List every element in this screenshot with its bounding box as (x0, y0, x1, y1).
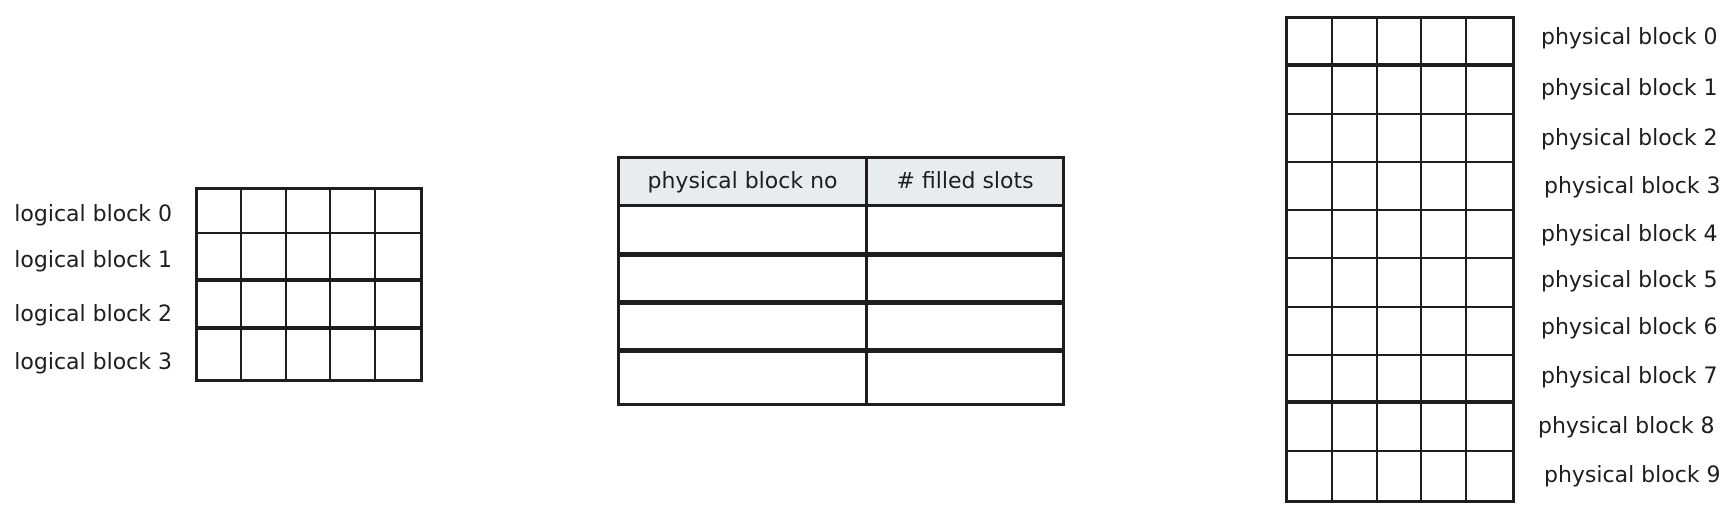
physical-block-label-7: physical block 7 (1541, 364, 1718, 389)
physical-slot-9-4 (1467, 452, 1512, 500)
physical-slot-5-4 (1467, 259, 1512, 308)
physical-slot-2-4 (1467, 115, 1512, 164)
logical-slot-0-2 (286, 190, 332, 234)
table-cell-row2-filled-slots (868, 305, 1062, 353)
physical-slot-9-2 (1378, 451, 1423, 500)
physical-blocks-grid (1285, 16, 1515, 503)
logical-slot-3-0 (198, 330, 243, 379)
physical-slot-8-1 (1332, 403, 1378, 452)
physical-slot-2-3 (1422, 115, 1468, 164)
logical-slot-3-4 (376, 330, 420, 379)
physical-slot-7-1 (1332, 355, 1378, 404)
physical-slot-1-1 (1332, 67, 1378, 116)
physical-slot-0-2 (1377, 19, 1423, 68)
logical-slot-0-1 (242, 190, 287, 234)
physical-slot-7-4 (1467, 356, 1512, 404)
physical-slot-4-2 (1377, 211, 1423, 260)
logical-block-label-3: logical block 3 (14, 350, 172, 375)
logical-slot-3-3 (331, 330, 376, 379)
table-cell-row3-physical-block-no (620, 353, 868, 403)
logical-slot-1-2 (286, 234, 332, 282)
physical-slot-4-1 (1332, 211, 1378, 260)
physical-slot-1-4 (1467, 67, 1512, 116)
table-cell-row2-physical-block-no (620, 305, 868, 353)
physical-slot-9-3 (1422, 451, 1468, 500)
physical-block-label-5: physical block 5 (1541, 268, 1718, 293)
physical-slot-5-2 (1377, 259, 1423, 308)
physical-slot-9-1 (1333, 451, 1378, 500)
physical-block-label-2: physical block 2 (1541, 126, 1718, 151)
physical-slot-4-0 (1288, 211, 1333, 260)
physical-slot-7-0 (1288, 355, 1333, 404)
logical-block-label-0: logical block 0 (14, 202, 172, 227)
physical-slot-6-4 (1467, 308, 1512, 356)
physical-slot-3-0 (1288, 163, 1333, 212)
table-cell-row1-physical-block-no (620, 257, 868, 305)
physical-slot-9-0 (1288, 451, 1333, 500)
physical-slot-1-3 (1422, 67, 1468, 116)
physical-slot-8-2 (1377, 403, 1423, 452)
logical-slot-0-4 (375, 190, 420, 234)
physical-block-label-0: physical block 0 (1541, 25, 1718, 50)
logical-slot-3-2 (287, 330, 332, 379)
physical-block-label-1: physical block 1 (1541, 76, 1718, 101)
logical-slot-1-3 (331, 234, 376, 282)
logical-slot-2-2 (286, 282, 332, 330)
physical-block-label-8: physical block 8 (1538, 414, 1715, 439)
table-cell-row3-filled-slots (868, 353, 1062, 403)
physical-slot-6-2 (1377, 307, 1423, 356)
physical-slot-2-1 (1332, 115, 1378, 164)
physical-slot-5-3 (1422, 259, 1468, 308)
physical-slot-4-4 (1467, 211, 1512, 260)
logical-slot-1-4 (375, 234, 420, 282)
logical-block-label-1: logical block 1 (14, 248, 172, 273)
table-header-physical-block-no: physical block no (620, 159, 868, 207)
physical-slot-3-2 (1377, 163, 1423, 212)
logical-slot-1-1 (242, 234, 287, 282)
physical-slot-0-1 (1332, 19, 1378, 68)
physical-slot-2-2 (1377, 115, 1423, 164)
physical-slot-1-0 (1288, 67, 1333, 116)
logical-blocks-grid (195, 187, 423, 382)
logical-slot-1-0 (198, 234, 243, 282)
physical-slot-7-2 (1377, 355, 1423, 404)
physical-slot-7-3 (1422, 355, 1468, 404)
block-table: physical block no # filled slots (617, 156, 1065, 406)
physical-block-label-9: physical block 9 (1544, 463, 1721, 488)
physical-block-label-4: physical block 4 (1541, 222, 1718, 247)
physical-block-label-3: physical block 3 (1544, 174, 1721, 199)
physical-slot-6-0 (1288, 307, 1333, 356)
logical-slot-0-3 (331, 190, 376, 234)
physical-slot-1-2 (1377, 67, 1423, 116)
physical-slot-8-4 (1467, 404, 1512, 452)
physical-slot-0-4 (1467, 19, 1512, 68)
logical-block-label-2: logical block 2 (14, 302, 172, 327)
physical-slot-3-1 (1332, 163, 1378, 212)
logical-slot-2-3 (331, 282, 376, 330)
logical-slot-3-1 (242, 330, 287, 379)
physical-slot-3-3 (1422, 163, 1468, 212)
physical-slot-6-3 (1422, 307, 1468, 356)
physical-slot-8-0 (1288, 403, 1333, 452)
physical-slot-0-0 (1288, 19, 1333, 68)
physical-slot-3-4 (1467, 163, 1512, 212)
logical-slot-0-0 (198, 190, 243, 234)
physical-slot-8-3 (1422, 403, 1468, 452)
physical-slot-4-3 (1422, 211, 1468, 260)
table-cell-row0-filled-slots (868, 207, 1062, 257)
table-cell-row0-physical-block-no (620, 207, 868, 257)
logical-slot-2-4 (375, 282, 420, 330)
physical-slot-5-0 (1288, 259, 1333, 308)
physical-slot-5-1 (1332, 259, 1378, 308)
physical-slot-0-3 (1422, 19, 1468, 68)
logical-slot-2-1 (242, 282, 287, 330)
table-header-filled-slots: # filled slots (868, 159, 1062, 207)
physical-slot-6-1 (1332, 307, 1378, 356)
logical-slot-2-0 (198, 282, 243, 330)
physical-slot-2-0 (1288, 115, 1333, 164)
table-cell-row1-filled-slots (868, 257, 1062, 305)
physical-block-label-6: physical block 6 (1541, 315, 1718, 340)
